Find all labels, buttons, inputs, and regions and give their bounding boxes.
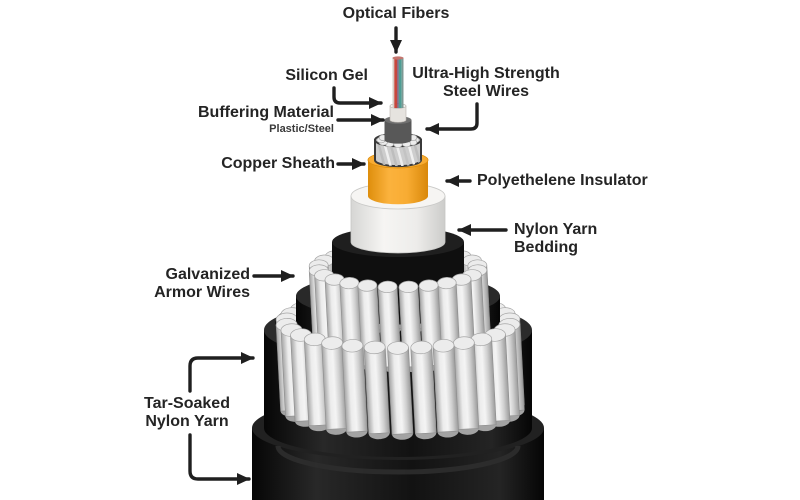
optical-fibers-bundle xyxy=(392,56,404,108)
label-line: Nylon Yarn xyxy=(514,221,598,238)
label-buffering-material-sub: Plastic/Steel xyxy=(269,123,334,135)
label-ultra-high-strength-steel-wires: Ultra-High Strength Steel Wires xyxy=(398,65,574,101)
armor-wire xyxy=(363,340,391,440)
label-line: Ultra-High Strength xyxy=(412,65,560,82)
label-copper-sheath: Copper Sheath xyxy=(221,155,335,172)
label-line: Tar-Soaked xyxy=(144,395,230,412)
label-line: Armor Wires xyxy=(154,284,250,301)
armor-wire xyxy=(432,339,459,438)
armor-wire xyxy=(452,336,480,435)
steel-wires-arrow xyxy=(425,102,479,135)
label-line: Nylon Yarn xyxy=(145,413,229,430)
label-optical-fibers: Optical Fibers xyxy=(342,5,450,22)
label-buffering-material: Buffering Material Plastic/Steel xyxy=(174,104,334,135)
armor-wire xyxy=(387,341,414,440)
label-tar-soaked-nylon-yarn: Tar-Soaked Nylon Yarn xyxy=(117,395,257,431)
label-polyethelene-insulator: Polyethelene Insulator xyxy=(477,172,648,189)
callout-arrows xyxy=(188,26,508,485)
galvanized-armor-wires-outer-front xyxy=(275,318,525,440)
label-line: Galvanized xyxy=(165,266,250,283)
label-nylon-yarn-bedding: Nylon Yarn Bedding xyxy=(514,221,644,257)
label-line: Bedding xyxy=(514,239,578,256)
armor-wire xyxy=(341,339,368,438)
tar-soaked-yarn-arrow-bottom xyxy=(188,433,251,485)
tar-soaked-yarn-arrow-top xyxy=(188,352,255,393)
label-line: Buffering Material xyxy=(197,104,334,121)
label-silicon-gel: Silicon Gel xyxy=(285,67,368,84)
armor-wire xyxy=(410,340,437,440)
silicon-gel-arrow xyxy=(332,86,383,109)
label-galvanized-armor-wires: Galvanized Armor Wires xyxy=(116,266,250,302)
label-line: Steel Wires xyxy=(442,83,530,100)
